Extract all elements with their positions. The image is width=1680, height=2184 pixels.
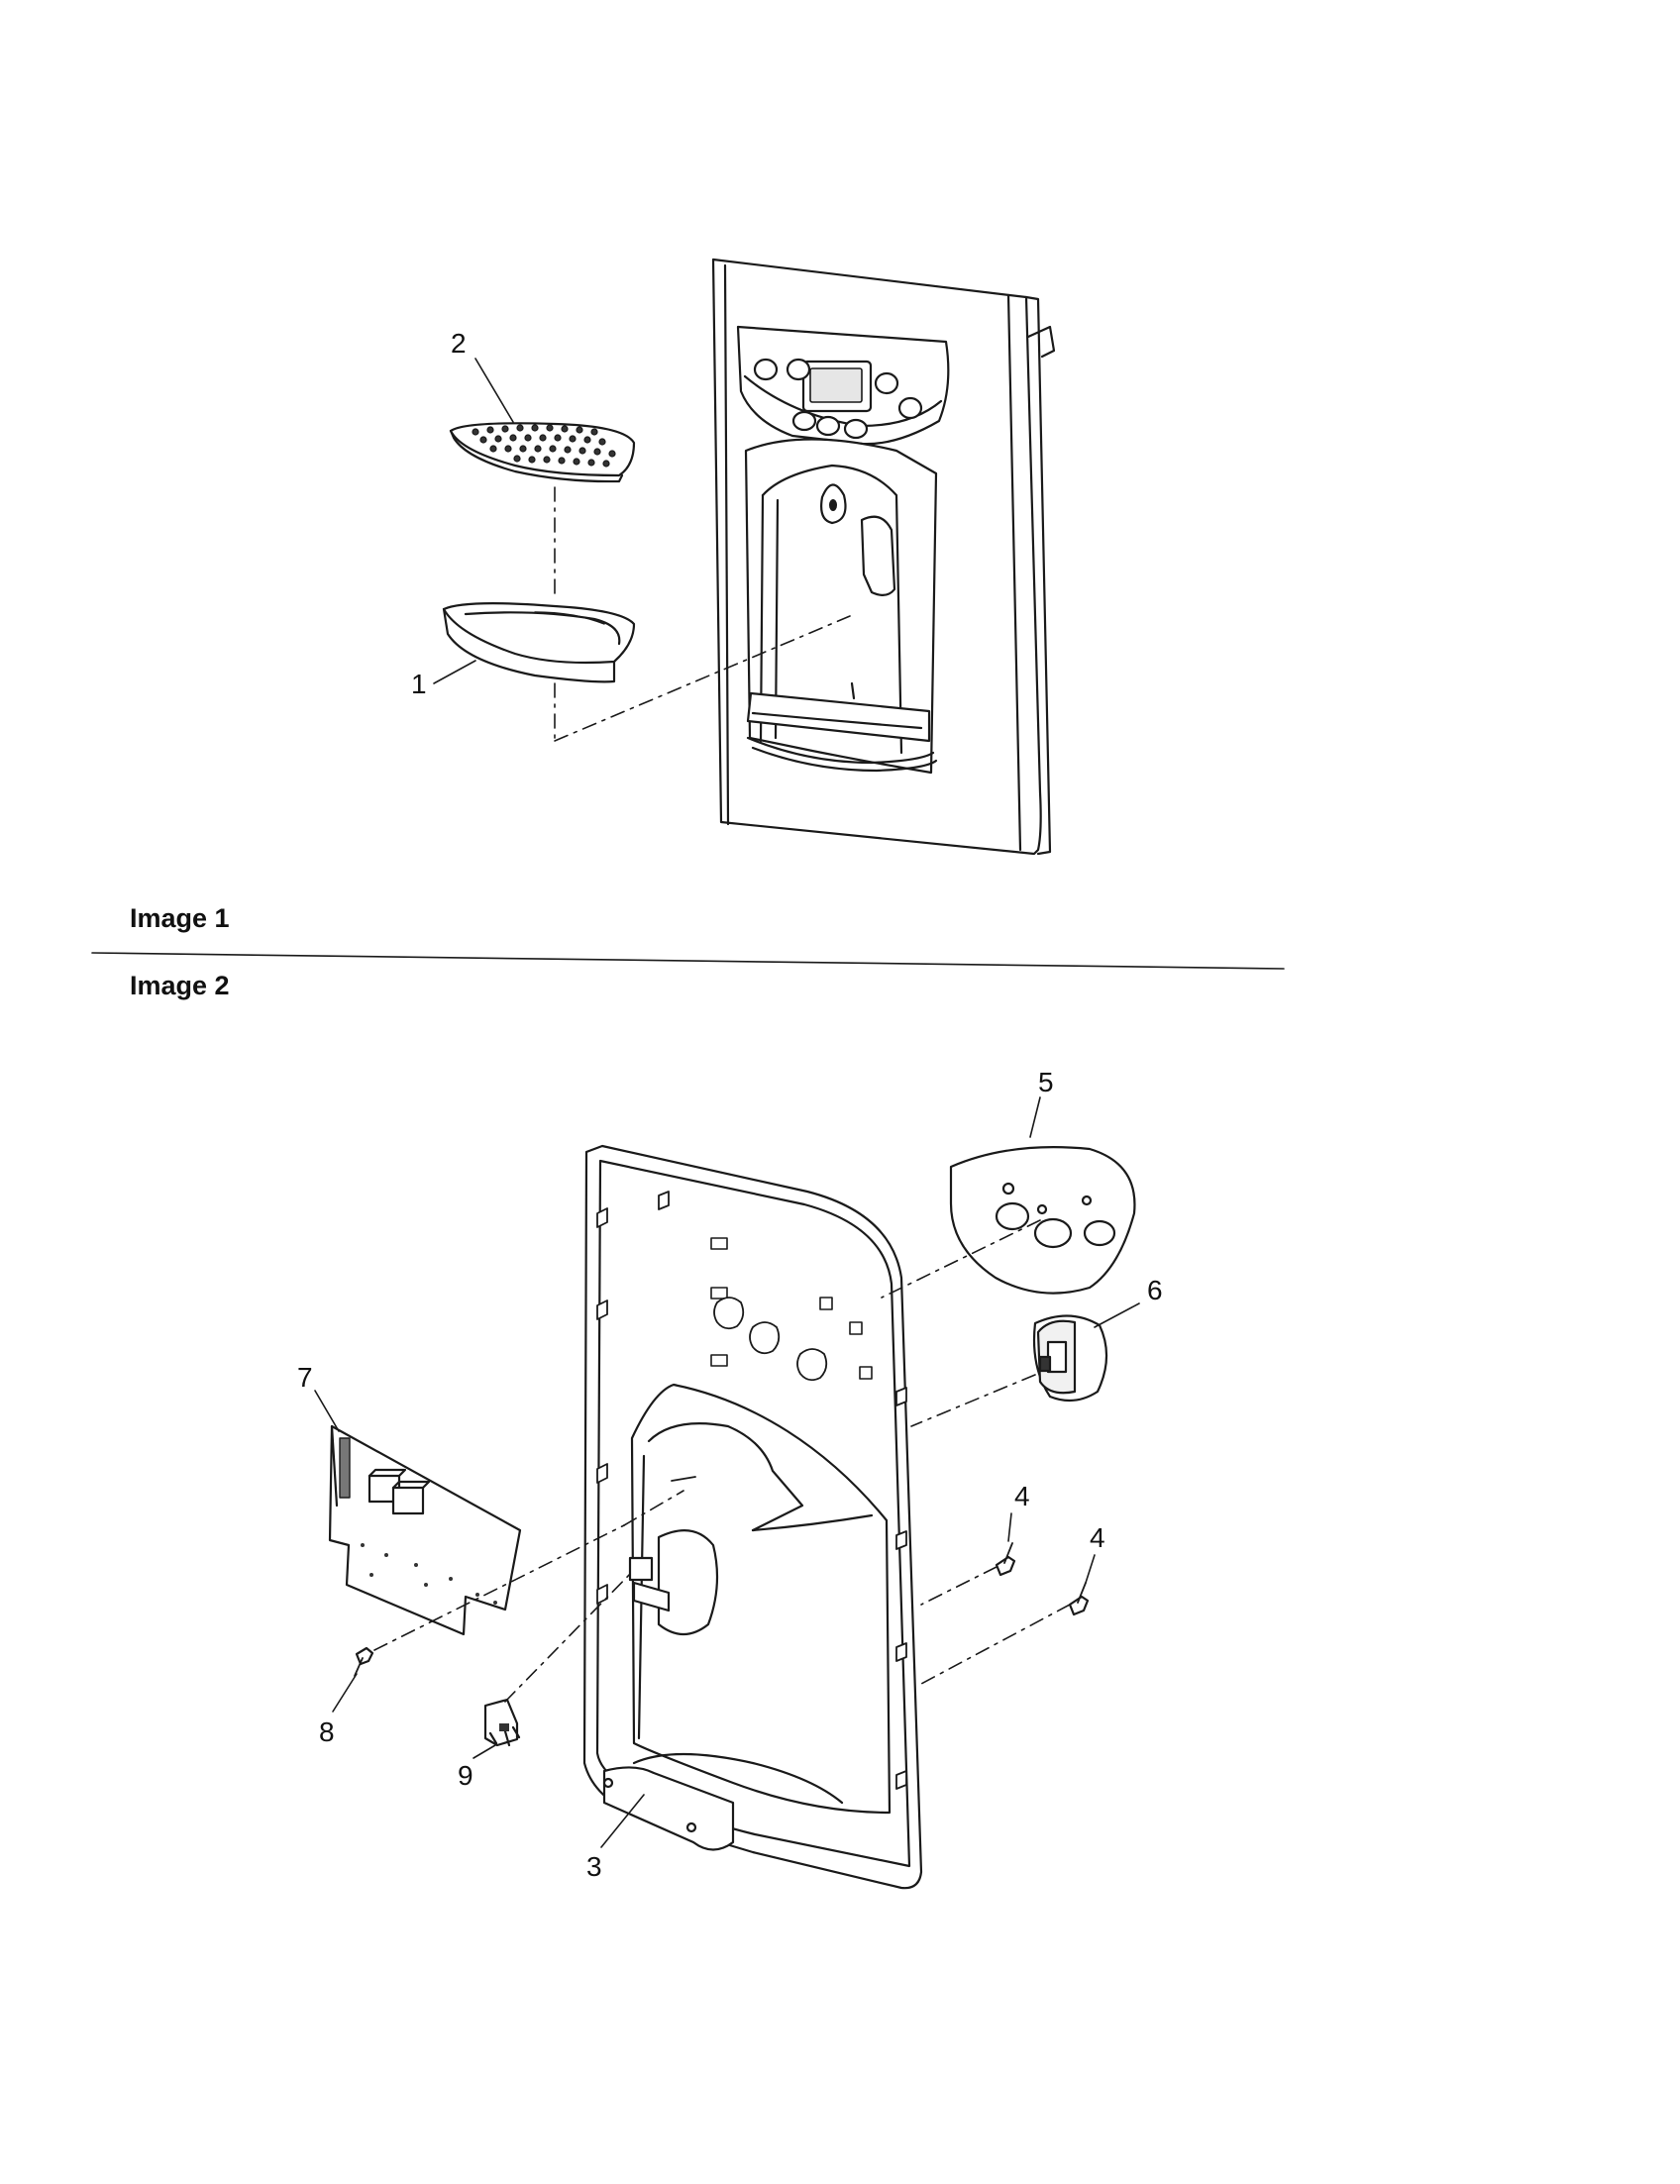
screw [1068,1582,1090,1616]
drip-tray [442,602,636,683]
callout-4: 4 [1014,1481,1030,1511]
dispenser-front-panel [711,258,1056,856]
callout-9: 9 [458,1760,473,1791]
drip-tray-grille [449,422,636,483]
control-button [791,410,817,432]
control-button [753,358,779,381]
section-label-image-2: Image 2 [130,971,230,1000]
dispenser-housing [582,1144,923,1890]
callout-8: 8 [319,1716,335,1747]
selector-switch [1032,1314,1108,1403]
switch-socket [628,1556,654,1582]
microswitch [483,1698,521,1747]
control-button [897,396,923,420]
screw [995,1542,1016,1577]
callout-leader [314,1096,1140,1848]
control-board [328,1424,522,1636]
section-divider [91,952,1285,970]
callout-1: 1 [411,669,427,699]
callout-5: 5 [1038,1067,1054,1097]
control-button [786,358,811,381]
callout-2: 2 [451,328,467,359]
callout-3: 3 [586,1851,602,1882]
control-button [874,371,899,395]
control-gasket [949,1146,1136,1295]
control-button [815,415,841,437]
assembly-guide-line [373,1219,1071,1703]
dispenser-paddle [860,515,896,596]
section-label-image-1: Image 1 [130,903,230,933]
control-button [843,418,869,440]
screw [354,1646,374,1677]
callout-7: 7 [297,1362,313,1393]
assembly-guide-line [554,486,851,742]
callout-4: 4 [1090,1522,1105,1553]
callout-6: 6 [1147,1275,1163,1305]
callout-labels: 2 1 5 6 7 4 4 8 9 3 [297,328,1163,1882]
callout-leader [433,358,514,684]
